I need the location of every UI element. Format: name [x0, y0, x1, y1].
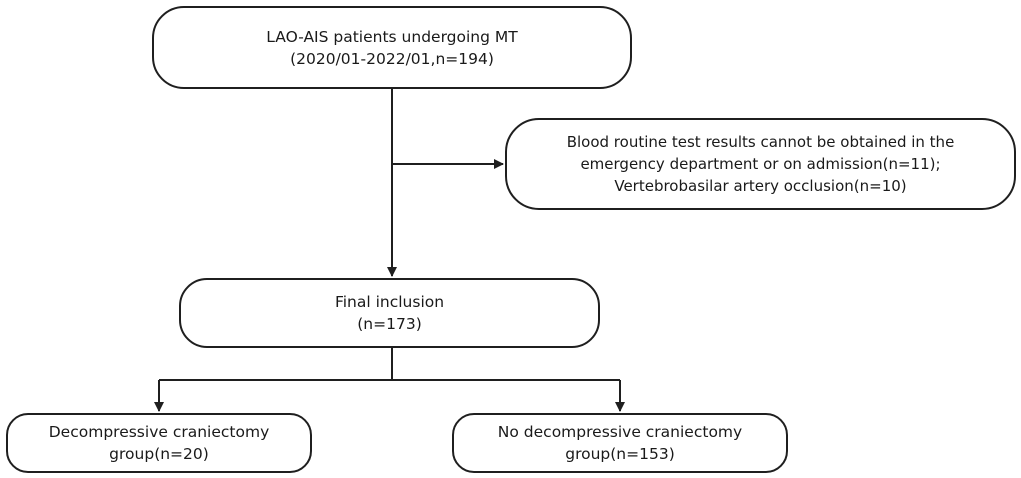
start-line-1: LAO-AIS patients undergoing MT: [266, 27, 518, 46]
decompressive-group-box: Decompressive craniectomy group(n=20): [6, 413, 312, 473]
start-box: LAO-AIS patients undergoing MT (2020/01-…: [152, 6, 632, 89]
exclusion-line-1: Blood routine test results cannot be obt…: [566, 133, 955, 151]
dc-group-line-2: group(n=20): [109, 445, 209, 463]
dc-group-line-1: Decompressive craniectomy: [48, 423, 270, 441]
exclusion-line-2: emergency department or on admission(n=1…: [580, 155, 941, 173]
final-inclusion-box: Final inclusion (n=173): [179, 278, 600, 348]
exclusion-box: Blood routine test results cannot be obt…: [505, 118, 1016, 210]
no-decompressive-group-box: No decompressive craniectomy group(n=153…: [452, 413, 788, 473]
exclusion-line-3: Vertebrobasilar artery occlusion(n=10): [614, 177, 907, 195]
no-dc-group-line-1: No decompressive craniectomy: [497, 423, 743, 441]
final-line-1: Final inclusion: [334, 293, 445, 311]
start-line-2: (2020/01-2022/01,n=194): [290, 49, 494, 68]
final-line-2: (n=173): [357, 315, 422, 333]
no-dc-group-line-2: group(n=153): [565, 445, 675, 463]
